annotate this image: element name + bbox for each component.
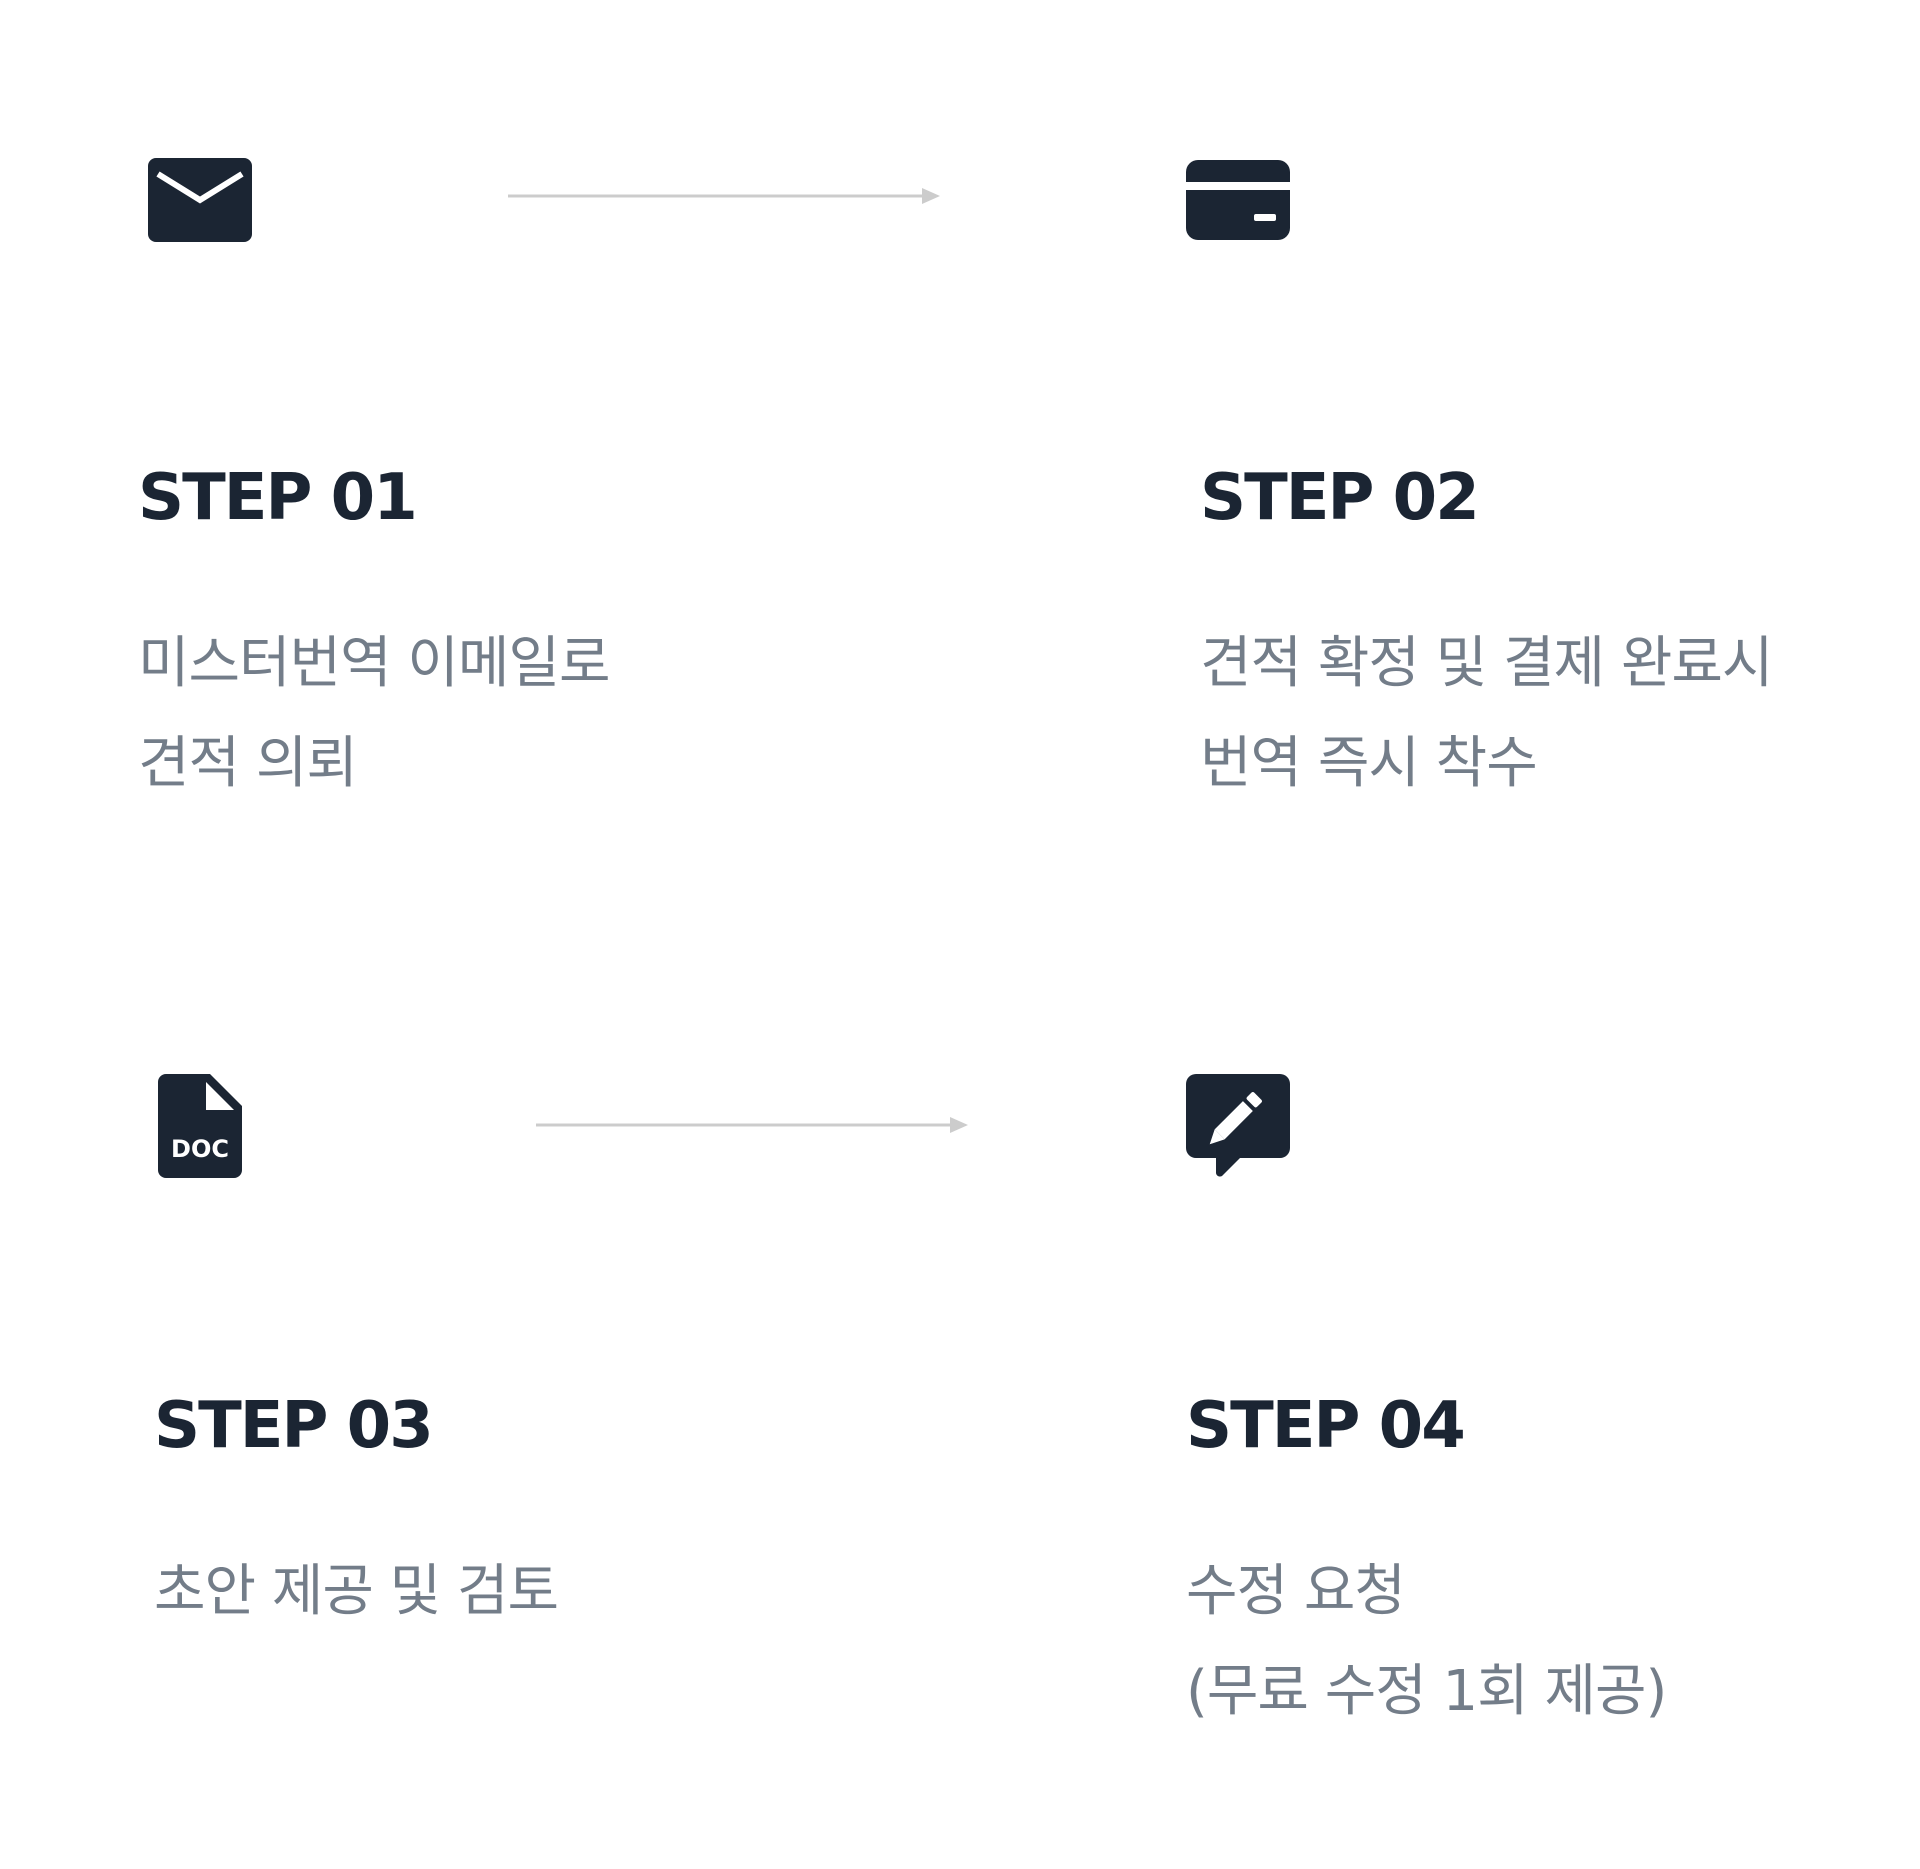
flow-arrow (508, 186, 940, 206)
description-line: 미스터번역 이메일로 (138, 631, 610, 696)
doc-file-icon: DOC (158, 1074, 242, 1178)
edit-comment-icon (1186, 1074, 1290, 1180)
step-description: 수정 요청 (무료 수정 1회 제공) (1186, 1542, 1667, 1742)
description-line: 견적 확정 및 결제 완료시 (1200, 631, 1773, 696)
envelope-icon (148, 158, 252, 262)
step-description: 초안 제공 및 검토 (154, 1542, 559, 1642)
description-line: 수정 요청 (1186, 1559, 1406, 1624)
credit-card-icon (1186, 160, 1290, 264)
step-description: 견적 확정 및 결제 완료시 번역 즉시 착수 (1200, 614, 1773, 814)
doc-label: DOC (171, 1135, 229, 1163)
step-title: STEP 02 (1200, 461, 1480, 535)
step-title: STEP 03 (154, 1389, 434, 1463)
description-line: 견적 의뢰 (138, 731, 358, 796)
description-line: 초안 제공 및 검토 (154, 1559, 559, 1624)
step-description: 미스터번역 이메일로 견적 의뢰 (138, 614, 610, 814)
description-line: 번역 즉시 착수 (1200, 731, 1538, 796)
step-title: STEP 04 (1186, 1389, 1466, 1463)
step-title: STEP 01 (138, 461, 418, 535)
flow-arrow (536, 1115, 968, 1135)
description-line: (무료 수정 1회 제공) (1186, 1659, 1667, 1724)
arrow-right-icon (536, 1117, 968, 1133)
arrow-right-icon (508, 188, 940, 204)
